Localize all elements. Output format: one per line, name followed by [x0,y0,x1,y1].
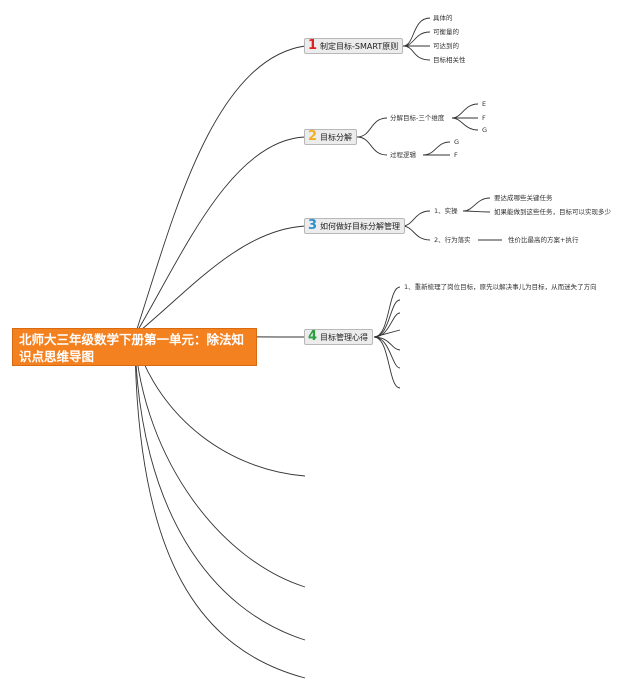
branch-label-1: 制定目标-SMART原则 [320,41,399,51]
branch-label-2: 目标分解 [320,132,353,142]
branch-number-3: 3 [308,218,318,233]
branch3-sub-1: 1、实操 [434,207,458,215]
branch-node-3[interactable]: 3 如何做好目标分解管理 [304,218,406,234]
branch-number-2: 2 [308,129,318,144]
branch-label-3: 如何做好目标分解管理 [320,221,401,231]
branch3-sub2-leaf-1: 性价比最高的方案+执行 [508,236,579,244]
branch3-sub1-leaf-2: 如果能做到这些任务，目标可以实现多少 [494,208,611,216]
branch3-sub1-leaf-1: 要达成哪些关键任务 [494,194,553,202]
branch2-sub2-leaf-2: F [454,151,458,159]
branch-node-1[interactable]: 1 制定目标-SMART原则 [304,38,404,54]
branch1-child-4: 目标相关性 [433,56,466,64]
branch-label-4: 目标管理心得 [320,332,369,342]
branch-node-2[interactable]: 2 目标分解 [304,129,358,145]
branch1-child-1: 具体的 [433,14,453,22]
branch-number-4: 4 [308,329,318,344]
branch1-child-2: 可衡量的 [433,28,459,36]
branch4-child-1: 1、重新梳理了岗位目标，原先以解决事儿为目标，从而迷失了方向 [404,283,597,291]
branch2-sub1-leaf-3: G [482,126,488,134]
root-node[interactable]: 北师大三年级数学下册第一单元：除法知识点思维导图 [12,328,257,366]
branch-node-4[interactable]: 4 目标管理心得 [304,329,374,345]
branch2-sub-1: 分解目标-三个维度 [390,114,445,122]
branch2-sub1-leaf-2: F [482,114,486,122]
root-title: 北师大三年级数学下册第一单元：除法知识点思维导图 [19,332,245,364]
branch2-sub2-leaf-1: G [454,138,460,146]
branch-number-1: 1 [308,38,318,53]
branch1-child-3: 可达到的 [433,42,459,50]
branch3-sub-2: 2、行为落实 [434,236,471,244]
branch2-sub1-leaf-1: E [482,100,487,108]
branch2-sub-2: 过程逻辑 [390,151,416,159]
